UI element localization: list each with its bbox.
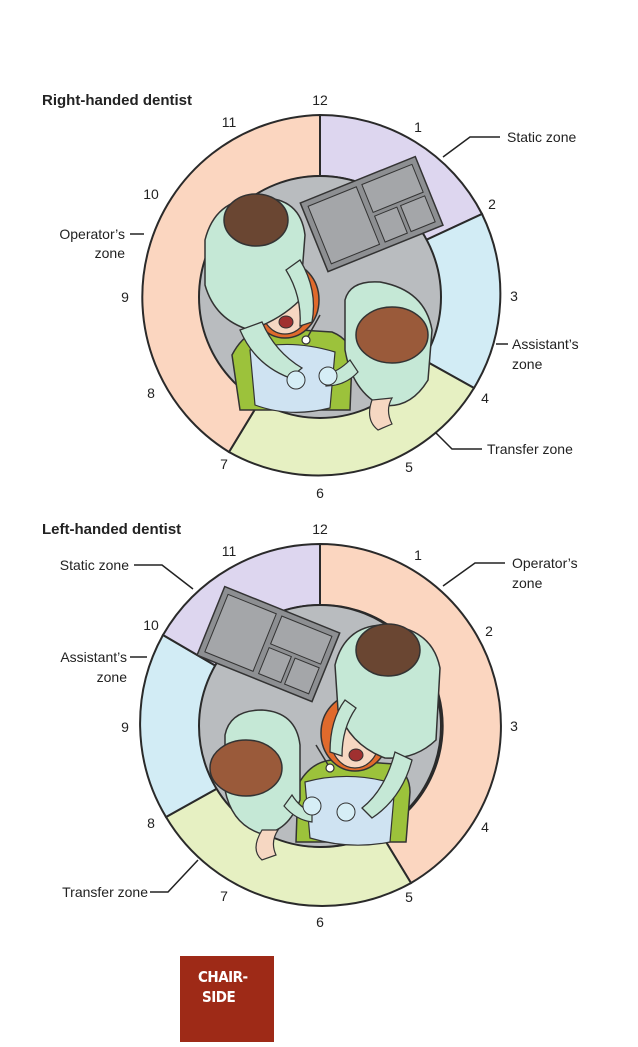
operator-zone-label: Operator’s: [59, 226, 125, 242]
clock-numbers: 12 1 2 3 4 5 6 7 8 9 10 11: [121, 521, 518, 930]
operator-zone-label: zone: [512, 575, 543, 591]
operator-arm: [361, 751, 413, 819]
clock-number: 2: [488, 196, 496, 212]
mirror-instrument: [305, 314, 321, 341]
leader-line: [442, 136, 500, 158]
clock-number: 9: [121, 289, 129, 305]
clock-number: 12: [312, 521, 328, 537]
transfer-zone-label: Transfer zone: [487, 441, 573, 457]
treatment-scene: [196, 585, 441, 861]
clock-number: 6: [316, 485, 324, 501]
badge-line: SIDE: [202, 988, 236, 1006]
assistant-arm: [283, 793, 313, 823]
clock-number: 3: [510, 288, 518, 304]
clock-number: 10: [143, 186, 159, 202]
clock-number: 11: [222, 114, 237, 130]
operator-arm: [285, 259, 315, 327]
instrument-tray: [299, 155, 444, 273]
diagram-title: Right-handed dentist: [42, 92, 192, 109]
clock-number: 10: [143, 617, 159, 633]
zone-labels: Static zone Assistant’s zone Transfer zo…: [60, 555, 578, 900]
clock-number: 2: [485, 623, 493, 639]
zone-ring: [139, 542, 502, 907]
operator-arm: [329, 699, 357, 757]
operator-hair: [355, 623, 421, 677]
static-zone-label: Static zone: [507, 129, 576, 145]
assistant-arm: [368, 397, 394, 431]
clock-number: 5: [405, 889, 413, 905]
glove: [318, 366, 338, 386]
assistant-zone-label: zone: [97, 669, 128, 685]
clock-number: 1: [414, 119, 422, 135]
clock-number: 8: [147, 385, 155, 401]
clock-number: 9: [121, 719, 129, 735]
leader-line: [434, 431, 482, 450]
leader-line: [134, 564, 194, 590]
clock-number: 6: [316, 914, 324, 930]
glove: [302, 796, 322, 816]
assistant-hair: [209, 739, 283, 797]
patient-mouth: [348, 748, 364, 762]
clock-number: 8: [147, 815, 155, 831]
clock-number: 3: [510, 718, 518, 734]
treatment-scene: [204, 155, 444, 431]
transfer-zone-label: Transfer zone: [62, 884, 148, 900]
leader-line: [150, 859, 199, 893]
glove: [286, 370, 306, 390]
leader-line: [442, 562, 505, 587]
clock-number: 12: [312, 92, 328, 108]
mirror-head: [301, 335, 311, 345]
clock-number: 4: [481, 390, 489, 406]
clock-number: 1: [414, 547, 422, 563]
assistant-hair: [355, 306, 429, 364]
zone-ring: [141, 113, 502, 477]
assistant-zone-label: zone: [512, 356, 543, 372]
diagram-title: Left-handed dentist: [42, 521, 181, 538]
glove: [336, 802, 356, 822]
zone-labels: Static zone Assistant’s zone Transfer zo…: [59, 129, 578, 457]
mirror-head: [325, 763, 335, 773]
operator-hair: [223, 193, 289, 247]
operator-zone-label: zone: [95, 245, 126, 261]
diagram-left-handed: Left-handed dentist: [42, 521, 578, 930]
patient-mouth: [278, 315, 294, 329]
assistant-zone-label: Assistant’s: [512, 336, 579, 352]
assistant-zone-label: Assistant’s: [60, 649, 127, 665]
clock-number: 4: [481, 819, 489, 835]
diagram-right-handed: Right-handed dentist: [42, 92, 579, 501]
operator-zone-label: Operator’s: [512, 555, 578, 571]
instrument-tray: [196, 585, 341, 703]
clock-number: 11: [222, 543, 237, 559]
clock-number: 7: [220, 888, 228, 904]
static-zone-label: Static zone: [60, 557, 129, 573]
clock-number: 7: [220, 456, 228, 472]
assistant-arm: [255, 829, 280, 861]
clock-number: 5: [405, 459, 413, 475]
badge-line: CHAIR-: [198, 968, 248, 986]
chairside-badge: CHAIR- SIDE: [180, 956, 274, 1042]
clock-numbers: 12 1 2 3 4 5 6 7 8 9 10 11: [121, 92, 518, 501]
